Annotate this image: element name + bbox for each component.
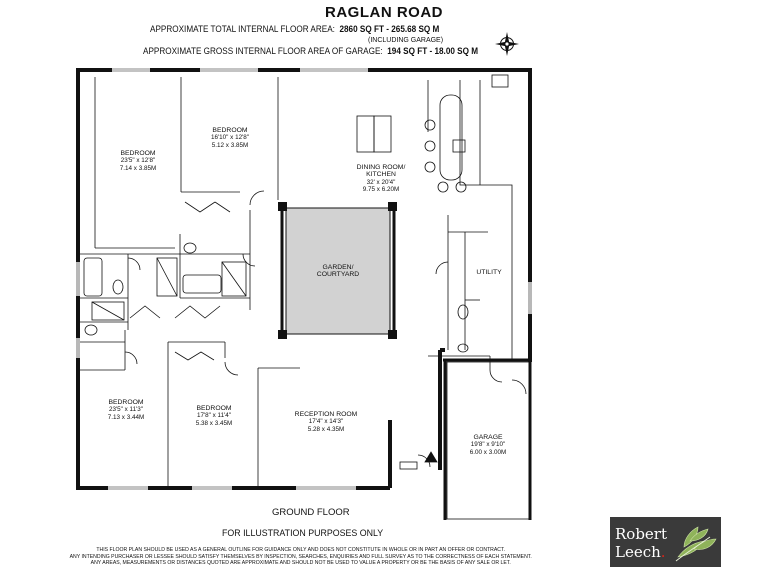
disclaimer: THIS FLOOR PLAN SHOULD BE USED AS A GENE… [0,547,601,567]
room-label-dining-kitchen: DINING ROOM/ KITCHEN 32' x 20'4" 9.75 x … [356,164,406,194]
room-label-bedroom-2: BEDROOM 16'10" x 12'8" 5.12 x 3.85M [210,127,250,149]
logo-line-1: Robert [615,525,668,543]
disclaimer-line: THIS FLOOR PLAN SHOULD BE USED AS A GENE… [96,547,506,553]
courtyard-area [285,207,391,335]
room-label-reception: RECEPTION ROOM 17'4" x 14'3" 5.28 x 4.35… [294,411,358,433]
disclaimer-line: ANY AREAS, MEASUREMENTS OR DISTANCES QUO… [90,560,511,567]
page-title: RAGLAN ROAD [325,4,443,21]
room-label-garage: GARAGE 19'8" x 9'10" 6.00 x 3.00M [469,434,507,456]
floor-label: GROUND FLOOR [272,507,350,518]
garage-area-line: APPROXIMATE GROSS INTERNAL FLOOR AREA OF… [143,46,478,57]
room-label-bedroom-4: BEDROOM 17'8" x 11'4" 5.38 x 3.45M [195,405,233,427]
total-area-value: 2860 SQ FT - 265.68 SQ M [339,24,440,35]
total-area-line: APPROXIMATE TOTAL INTERNAL FLOOR AREA: 2… [150,24,439,35]
compass-icon [495,32,519,56]
garage-area-value: 194 SQ FT - 18.00 SQ M [387,46,479,57]
leaf-icon [675,526,717,562]
total-area-label: APPROXIMATE TOTAL INTERNAL FLOOR AREA: [150,24,335,35]
agency-logo: Robert Leech. [610,517,721,567]
including-garage-note: (INCLUDING GARAGE) [368,37,444,44]
room-label-bedroom-1: BEDROOM 23'5" x 12'8" 7.14 x 3.85M [119,150,157,172]
disclaimer-line: ANY INTENDING PURCHASER OR LESSEE SHOULD… [69,553,532,560]
logo-line-2: Leech. [615,543,666,561]
room-label-bedroom-3: BEDROOM 23'5" x 11'3" 7.13 x 3.44M [107,399,145,421]
room-label-garden-courtyard: GARDEN/ COURTYARD [316,264,360,279]
room-label-utility: UTILITY [476,269,502,276]
garage-area-label: APPROXIMATE GROSS INTERNAL FLOOR AREA OF… [143,46,383,57]
illustration-note: FOR ILLUSTRATION PURPOSES ONLY [222,528,384,539]
